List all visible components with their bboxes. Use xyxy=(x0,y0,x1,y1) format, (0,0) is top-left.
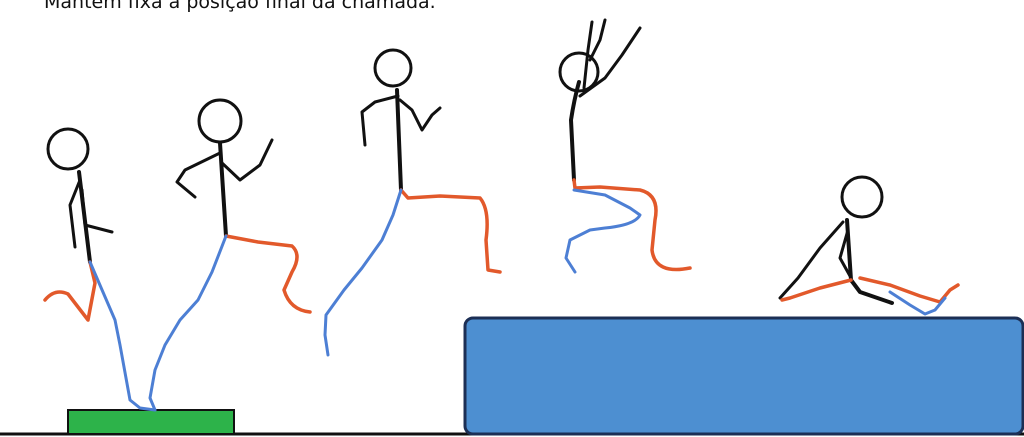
figure-head xyxy=(375,50,411,86)
landing-mat xyxy=(465,318,1023,434)
figure-takeoff xyxy=(45,129,155,410)
figure-back-leg xyxy=(325,190,401,355)
figure-torso xyxy=(220,143,226,236)
figure-torso xyxy=(571,82,579,180)
figure-stride xyxy=(150,100,310,410)
figure-flight xyxy=(325,50,500,355)
figure-torso xyxy=(847,220,892,303)
figure-head xyxy=(48,129,88,169)
figure-arms-up xyxy=(560,20,690,272)
figure-arm xyxy=(82,190,112,232)
figure-front-leg xyxy=(401,190,500,272)
figure-arm xyxy=(362,96,398,145)
figure-arm xyxy=(70,180,80,247)
figure-back-leg xyxy=(150,236,226,410)
figure-head xyxy=(842,177,882,217)
figure-torso xyxy=(397,90,401,190)
springboard xyxy=(68,410,234,434)
figure-front-leg xyxy=(45,262,95,320)
figure-back-leg xyxy=(566,190,640,272)
figure-back-leg xyxy=(90,262,155,410)
figure-arm xyxy=(177,153,220,197)
figure-front-leg xyxy=(226,236,310,312)
figure-arm xyxy=(400,100,440,130)
figure-head xyxy=(199,100,241,142)
figure-landed-sitting xyxy=(780,177,958,314)
figure-arm xyxy=(780,222,843,298)
figure-arm xyxy=(222,140,272,180)
